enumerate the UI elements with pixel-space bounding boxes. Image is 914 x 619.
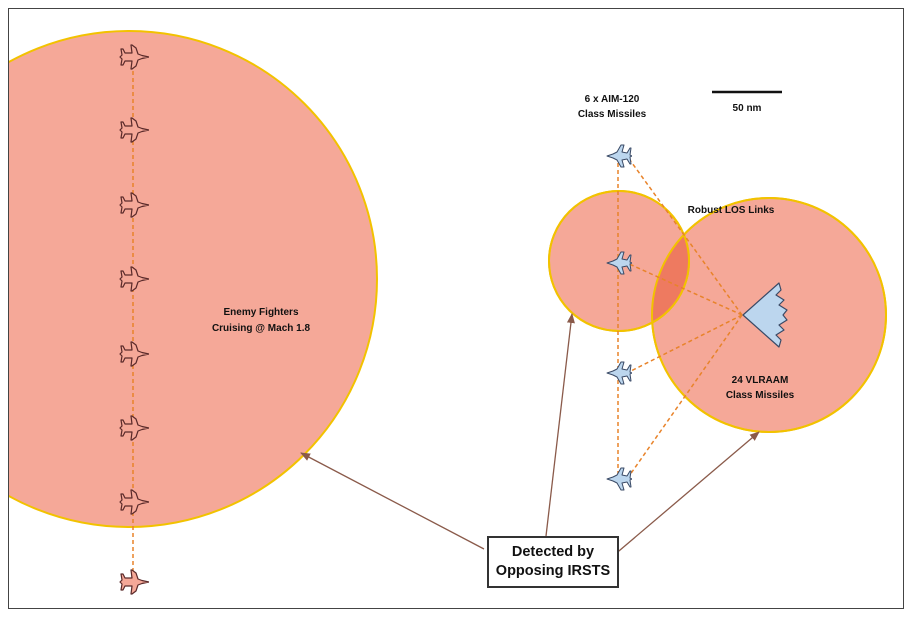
los-links (626, 155, 743, 480)
fighter-jet-icon (119, 569, 149, 595)
enemy-fighters-sublabel: Cruising @ Mach 1.8 (212, 323, 311, 334)
aim120-zone-outline (548, 190, 690, 332)
detection-arrows (300, 313, 760, 557)
enemy-fighter-zone (9, 30, 378, 528)
detected-sublabel: Opposing IRSTS (495, 563, 611, 579)
diagram-canvas: Enemy Fighters Cruising @ Mach 1.8 6 x A… (9, 30, 887, 595)
jet-icon (606, 144, 632, 168)
vlraam-sublabel: Class Missiles (726, 390, 795, 401)
links-label: Robust LOS Links (688, 205, 775, 216)
flying-wing-icon (742, 282, 788, 348)
aim120-sublabel: Class Missiles (578, 109, 647, 120)
vlraam-zone-outline (651, 197, 887, 433)
vlraam-label: 24 VLRAAM (732, 375, 789, 386)
scale-label: 50 nm (733, 103, 762, 114)
enemy-fighters-label: Enemy Fighters (223, 307, 298, 318)
jet-icon (606, 467, 632, 491)
detected-callout: Detected by Opposing IRSTS (487, 536, 619, 588)
detected-label: Detected by (511, 544, 595, 560)
jet-icon (606, 361, 632, 385)
diagram-frame: Enemy Fighters Cruising @ Mach 1.8 6 x A… (8, 8, 904, 609)
aim120-label: 6 x AIM-120 (585, 94, 640, 105)
